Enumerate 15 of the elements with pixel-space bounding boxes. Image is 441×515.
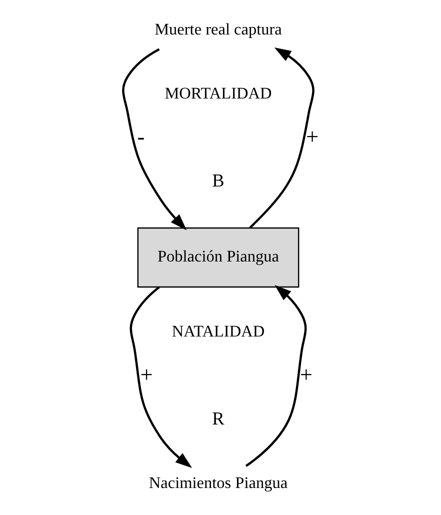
arrow [122, 48, 186, 230]
edge-label: + [140, 362, 152, 388]
edge-label: + [306, 124, 318, 150]
label: B [212, 170, 224, 191]
label: NATALIDAD [171, 322, 264, 341]
arrow [248, 48, 314, 229]
edge-label: + [299, 362, 312, 388]
arrow [129, 286, 192, 468]
node-text: Nacimientos Piangua [148, 474, 288, 492]
label: R [212, 408, 224, 429]
node-box: Población Piangua [136, 227, 299, 288]
node-text: Muerte real captura [154, 20, 282, 39]
label: MORTALIDAD [164, 84, 272, 103]
arrow [244, 284, 306, 467]
edge-label: - [136, 124, 144, 150]
